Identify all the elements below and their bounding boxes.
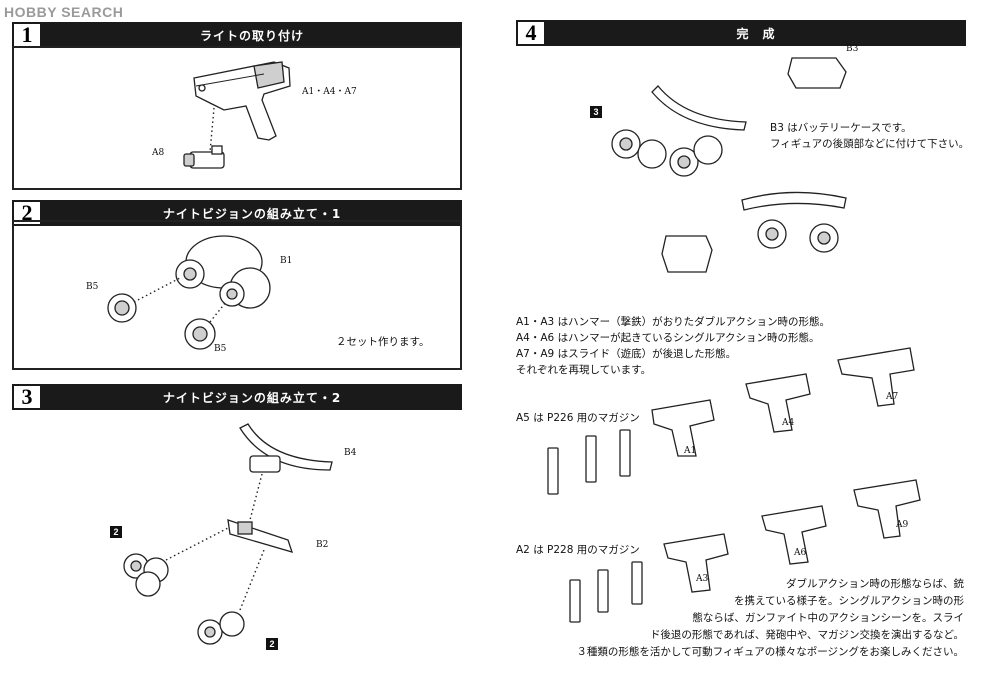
label-a3: A3	[696, 574, 709, 584]
pistol-with-light-illustration	[183, 61, 291, 169]
label-a8: A8	[152, 148, 165, 158]
closing-line-1: ダブルアクション時の形態ならば、銃	[786, 578, 964, 590]
ref-step-3-marker: 3	[590, 106, 602, 118]
label-b5-bottom: B5	[214, 344, 227, 354]
battery-note-line-2: フィギュアの後頭部などに付けて下さい。	[770, 138, 970, 150]
action-note-slide: A7・A9 はスライド（遊底）が後退した形態。	[516, 348, 737, 360]
label-a4: A4	[782, 418, 795, 428]
label-b4: B4	[344, 448, 357, 458]
watermark-text: HOBBY SEARCH	[4, 4, 124, 20]
action-note-double: A1・A3 はハンマー（撃鉄）がおりたダブルアクション時の形態。	[516, 316, 831, 328]
closing-line-2: を携えている様子を。シングルアクション時の形	[734, 595, 964, 607]
action-note-single: A4・A6 はハンマーが起きているシングルアクション時の形態。	[516, 332, 820, 344]
section-1-header: 1 ライトの取り付け	[12, 22, 462, 48]
label-b5-left: B5	[86, 282, 99, 292]
magazine-p226-note: A5 は P226 用のマガジン	[516, 412, 640, 424]
section-1-title: ライトの取り付け	[199, 28, 304, 43]
section-3-number: 3	[12, 384, 42, 410]
label-b1: B1	[280, 256, 293, 266]
section-1-number: 1	[12, 22, 42, 48]
label-a1: A1	[684, 446, 697, 456]
label-b2: B2	[316, 540, 329, 550]
make-two-sets-note: ２セット作ります。	[336, 336, 430, 348]
label-a1-a4-a7: A1・A4・A7	[302, 87, 357, 97]
section-3-header: 3 ナイトビジョンの組み立て・2	[12, 384, 462, 410]
battery-note-line-1: B3 はバッテリーケースです。	[770, 122, 912, 134]
section-2-frame: B1 B5 B5 ２セット作ります。	[12, 220, 462, 370]
completed-night-vision-illustration	[611, 57, 847, 273]
closing-line-3: 態ならば、ガンファイト中のアクションシーンを。スライ	[692, 612, 964, 624]
section-4-header: 4 完 成	[516, 20, 966, 46]
closing-line-5: ３種類の形態を活かして可動フィギュアの様々なポージングをお楽しみください。	[576, 646, 964, 658]
pistol-variants-illustration	[547, 347, 921, 623]
closing-line-4: ド後退の形態であれば、発砲中や、マガジン交換を演出するなど。	[649, 629, 964, 641]
label-a9: A9	[896, 520, 909, 530]
label-a7: A7	[886, 392, 899, 402]
hobby-search-watermark: HOBBY SEARCH	[4, 4, 123, 20]
night-vision-body-illustration	[107, 235, 271, 350]
night-vision-assembly-illustration	[123, 423, 333, 645]
magazine-p228-note: A2 は P228 用のマガジン	[516, 544, 640, 556]
ref-step-2-marker-left: 2	[110, 526, 122, 538]
section-4-title: 完 成	[736, 26, 776, 41]
section-4-number: 4	[516, 20, 546, 46]
section-1-frame: A1・A4・A7 A8	[12, 46, 462, 190]
label-b3: B3	[846, 44, 859, 54]
section-3-title: ナイトビジョンの組み立て・2	[162, 390, 342, 405]
label-a6: A6	[794, 548, 807, 558]
section-2-title: ナイトビジョンの組み立て・1	[162, 206, 342, 221]
action-note-summary: それぞれを再現しています。	[516, 364, 652, 376]
ref-step-2-marker-bottom: 2	[266, 638, 278, 650]
